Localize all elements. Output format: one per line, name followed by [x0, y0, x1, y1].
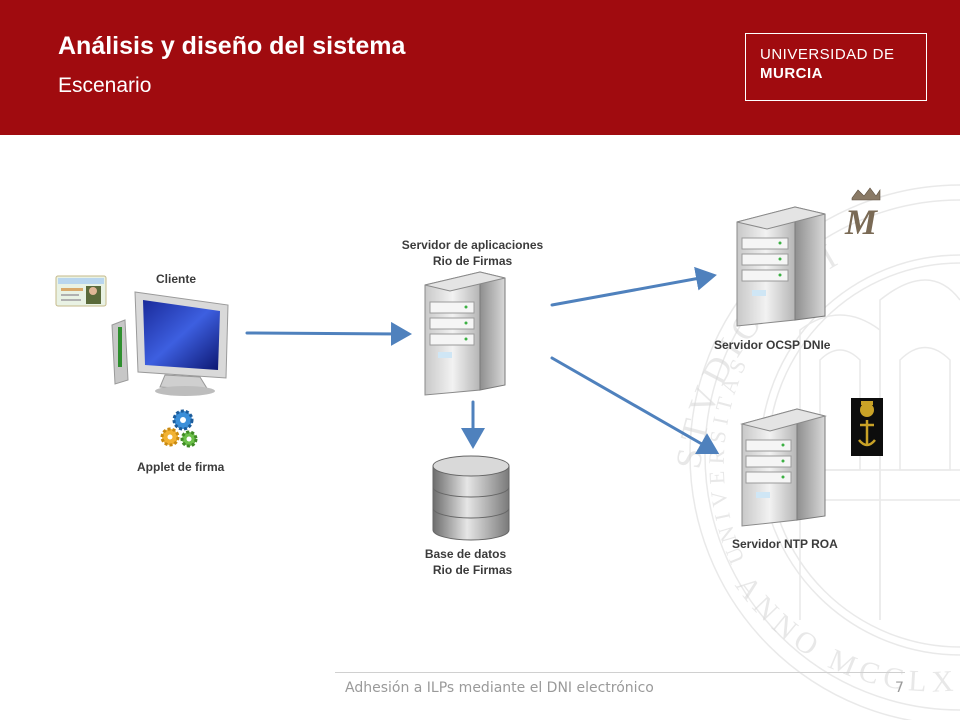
app-server-icon	[424, 271, 506, 396]
header-band: Análisis y diseño del sistema Escenario …	[0, 0, 960, 135]
arrow-app-server-to-ocsp	[550, 266, 717, 307]
fnmt-logo-icon: M	[844, 187, 881, 242]
page-number: 7	[895, 680, 904, 696]
slide-subtitle: Escenario	[58, 74, 152, 97]
dnie-card-icon	[55, 275, 107, 307]
ntp-server-icon	[740, 408, 827, 527]
roa-badge-icon	[851, 398, 883, 456]
database-label-line2: Rio de Firmas	[432, 563, 513, 577]
gears-icon	[160, 409, 198, 448]
client-computer-icon	[111, 291, 229, 396]
client-label: Cliente	[156, 272, 197, 286]
applet-label: Applet de firma	[137, 460, 225, 474]
ocsp-server-label: Servidor OCSP DNIe	[714, 338, 831, 352]
app-server-label: Servidor de aplicaciones Rio de Firmas	[385, 237, 560, 269]
university-logo: UNIVERSIDAD DE MURCIA	[745, 33, 927, 101]
footer-divider	[335, 672, 905, 673]
logo-line-1: UNIVERSIDAD DE	[760, 46, 895, 63]
app-server-label-line1: Servidor de aplicaciones	[401, 238, 544, 252]
logo-line-2: MURCIA	[760, 65, 823, 82]
svg-text:M: M	[844, 202, 879, 242]
arrow-client-to-app-server	[245, 321, 412, 346]
database-icon	[432, 455, 510, 541]
ocsp-server-icon	[736, 206, 826, 327]
database-label: Base de datos Rio de Firmas	[410, 546, 535, 578]
database-label-line1: Base de datos	[424, 547, 507, 561]
footer-text: Adhesión a ILPs mediante el DNI electrón…	[345, 680, 654, 696]
slide-title: Análisis y diseño del sistema	[58, 32, 406, 60]
ntp-server-label: Servidor NTP ROA	[732, 537, 838, 551]
arrow-app-server-to-ntp	[550, 356, 720, 454]
app-server-label-line2: Rio de Firmas	[432, 254, 513, 268]
